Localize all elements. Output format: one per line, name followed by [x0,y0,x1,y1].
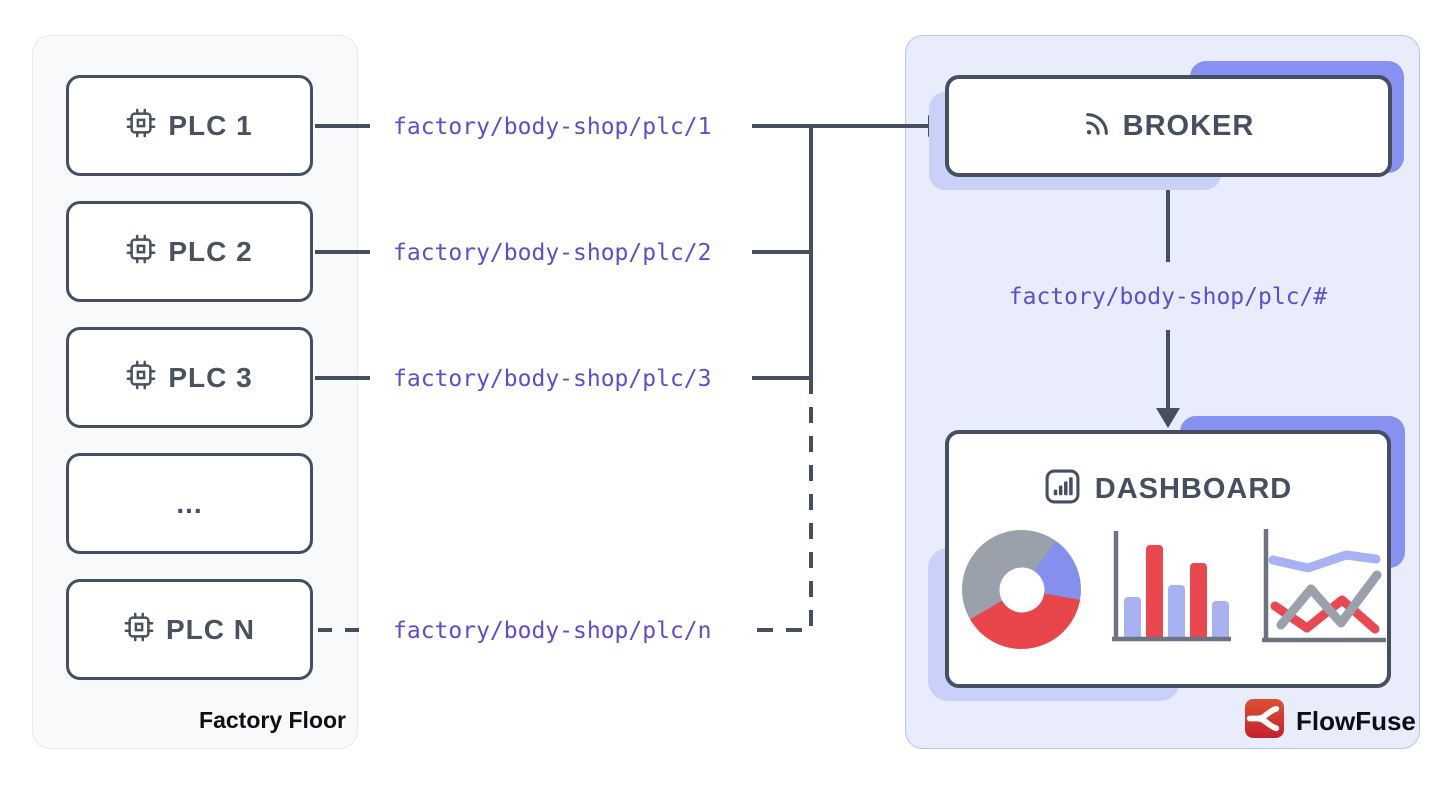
rss-icon [1083,110,1111,143]
plc-3-node: PLC 3 [66,327,313,428]
topic-plc1: factory/body-shop/plc/1 [393,114,712,140]
line-chart [1262,529,1386,643]
connector-bus-dashed [748,378,813,632]
dashboard-label: DASHBOARD [1094,472,1293,505]
factory-floor-caption: Factory Floor [199,707,346,733]
dashboard-header: DASHBOARD [1044,468,1293,510]
plc-3-label: PLC 3 [168,361,253,393]
plc-1-label: PLC 1 [168,109,253,141]
plc-n-label: PLC N [166,613,255,645]
plc-ellipsis-label: ... [176,487,203,519]
bar-chart-bars [1124,545,1229,641]
cpu-chip-icon [124,612,154,647]
broker-node: BROKER [945,75,1392,177]
dashboard-node: DASHBOARD [945,430,1391,688]
plc-2-label: PLC 2 [168,235,253,267]
donut-chart [962,530,1081,649]
brand-name: FlowFuse [1296,705,1416,736]
topic-wildcard: factory/body-shop/plc/# [1008,284,1328,310]
topic-plc3: factory/body-shop/plc/3 [393,366,712,392]
plc-n-node: PLC N [66,579,313,680]
plc-2-node: PLC 2 [66,201,313,302]
flowfuse-logo [1245,699,1284,743]
broker-label: BROKER [1122,109,1255,142]
plc-ellipsis-node: ... [66,453,313,554]
topic-plcn: factory/body-shop/plc/n [393,618,712,644]
cpu-chip-icon [126,108,156,143]
bar-chart [1112,531,1231,642]
plc-1-node: PLC 1 [66,75,313,176]
topic-plc2: factory/body-shop/plc/2 [393,240,712,266]
cpu-chip-icon [126,360,156,395]
cpu-chip-icon [126,234,156,269]
bar-chart-icon [1044,468,1081,510]
line-chart-series [1268,550,1382,634]
brand-lockup: FlowFuse [1245,699,1416,743]
